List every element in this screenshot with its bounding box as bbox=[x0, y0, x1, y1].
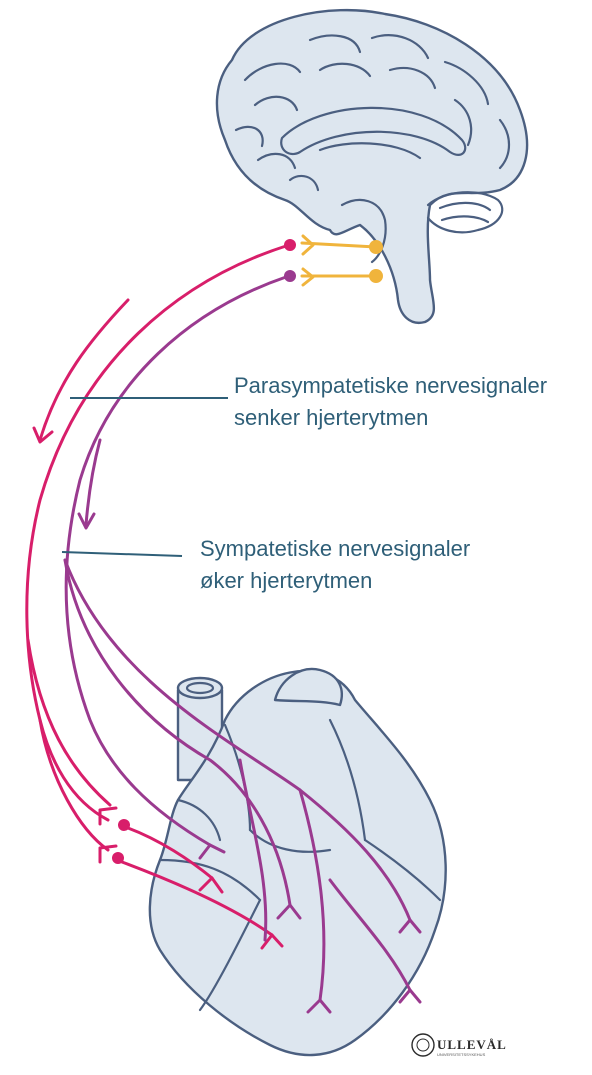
parasympathetic-label: Parasympatetiske nervesignaler senker hj… bbox=[70, 373, 547, 430]
parasympathetic-label-line2: senker hjerterytmen bbox=[234, 405, 428, 430]
ulleval-logo: ULLEVÅL UNIVERSITETSSYKEHUS bbox=[412, 1034, 507, 1057]
sympathetic-label-line2: øker hjerterytmen bbox=[200, 568, 372, 593]
neuron-body-upper bbox=[369, 240, 383, 254]
logo-seal-icon bbox=[412, 1034, 434, 1056]
logo-subtext: UNIVERSITETSSYKEHUS bbox=[437, 1052, 486, 1057]
heart-illustration bbox=[150, 669, 446, 1055]
brainstem-neurons bbox=[302, 236, 383, 285]
parasympathetic-label-line1: Parasympatetiske nervesignaler bbox=[234, 373, 547, 398]
logo-text: ULLEVÅL bbox=[437, 1037, 507, 1052]
sympathetic-label: Sympatetiske nervesignaler øker hjertery… bbox=[62, 536, 470, 593]
neuron-body-lower bbox=[369, 269, 383, 283]
sympathetic-leader-line bbox=[62, 552, 182, 556]
sympathetic-label-line1: Sympatetiske nervesignaler bbox=[200, 536, 470, 561]
